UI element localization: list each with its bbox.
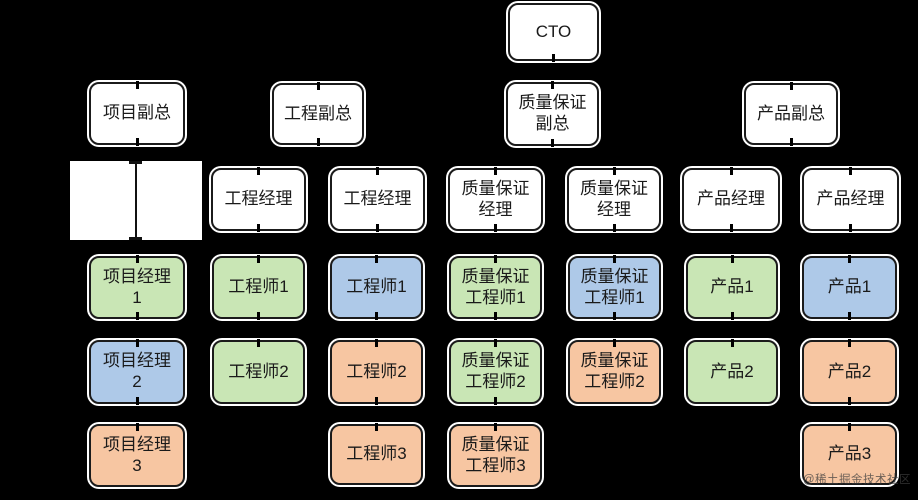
- node-label: 工程经理: [224, 189, 293, 209]
- node-label: 产品1: [710, 277, 754, 297]
- node-vp-engineering: 工程副总: [272, 82, 364, 146]
- node-engineer-b3: 工程师3: [330, 423, 423, 485]
- node-label: CTO: [535, 21, 572, 41]
- node-vp-qa: 质量保证 副总: [506, 81, 599, 147]
- node-engineer-a2: 工程师2: [212, 339, 305, 404]
- node-engineer-b2: 工程师2: [330, 339, 423, 405]
- node-label: 产品1: [827, 277, 872, 297]
- node-mgr-eng-2: 工程经理: [330, 167, 425, 232]
- connector-line: [135, 161, 137, 240]
- node-label: 质量保证 经理: [461, 178, 530, 219]
- node-product-b1: 产品1: [802, 255, 897, 320]
- node-label: 产品副总: [757, 103, 825, 123]
- node-engineer-b1: 工程师1: [330, 255, 423, 320]
- node-label: 工程副总: [284, 103, 352, 123]
- node-label: 质量保证 工程师2: [580, 351, 649, 391]
- node-label: 质量保证 工程师1: [461, 266, 530, 307]
- node-product-b3: 产品3: [802, 423, 897, 485]
- node-project-manager-3: 项目经理 3: [89, 423, 185, 487]
- node-label: 产品2: [827, 361, 872, 381]
- node-qa-engineer-b1: 质量保证 工程师1: [568, 255, 661, 320]
- node-label: 产品经理: [816, 189, 885, 209]
- node-mgr-qa-2: 质量保证 经理: [567, 167, 661, 232]
- node-qa-engineer-a1: 质量保证 工程师1: [449, 255, 542, 320]
- node-label: 质量保证 工程师3: [461, 434, 530, 475]
- node-label: 项目副总: [103, 103, 171, 123]
- node-engineer-a1: 工程师1: [212, 255, 305, 320]
- node-label: 产品经理: [697, 189, 765, 209]
- node-blank-panel: [70, 161, 202, 240]
- watermark: @稀土掘金技术社区: [802, 474, 911, 486]
- node-product-b2: 产品2: [802, 339, 897, 405]
- node-label: 项目经理 1: [103, 266, 171, 307]
- node-label: 项目经理 3: [103, 434, 171, 475]
- node-label: 工程师1: [346, 277, 407, 297]
- node-label: 工程经理: [343, 189, 412, 209]
- node-cto: CTO: [508, 3, 599, 62]
- node-label: 工程师3: [346, 444, 407, 464]
- node-label: 产品3: [827, 444, 872, 464]
- node-product-a2: 产品2: [686, 339, 778, 404]
- node-vp-product: 产品副总: [744, 82, 838, 146]
- node-label: 工程师1: [228, 277, 289, 297]
- node-project-manager-1: 项目经理 1: [89, 255, 185, 320]
- node-label: 产品2: [710, 361, 754, 381]
- node-mgr-prod-1: 产品经理: [682, 167, 780, 232]
- node-label: 质量保证 经理: [580, 178, 648, 219]
- node-mgr-eng-1: 工程经理: [211, 167, 306, 232]
- node-label: 质量保证 副总: [518, 93, 587, 133]
- node-mgr-prod-2: 产品经理: [802, 167, 899, 232]
- node-product-a1: 产品1: [686, 255, 778, 320]
- node-label: 质量保证 工程师2: [461, 351, 530, 391]
- node-qa-engineer-b2: 质量保证 工程师2: [568, 339, 661, 404]
- node-mgr-qa-1: 质量保证 经理: [448, 167, 543, 232]
- node-vp-project: 项目副总: [89, 81, 185, 146]
- node-label: 质量保证 工程师1: [580, 266, 649, 307]
- node-project-manager-2: 项目经理 2: [89, 339, 185, 405]
- node-qa-engineer-a2: 质量保证 工程师2: [449, 339, 542, 405]
- node-qa-engineer-a3: 质量保证 工程师3: [449, 423, 542, 487]
- node-label: 工程师2: [346, 361, 407, 381]
- node-label: 工程师2: [228, 361, 289, 381]
- node-label: 项目经理 2: [103, 351, 171, 391]
